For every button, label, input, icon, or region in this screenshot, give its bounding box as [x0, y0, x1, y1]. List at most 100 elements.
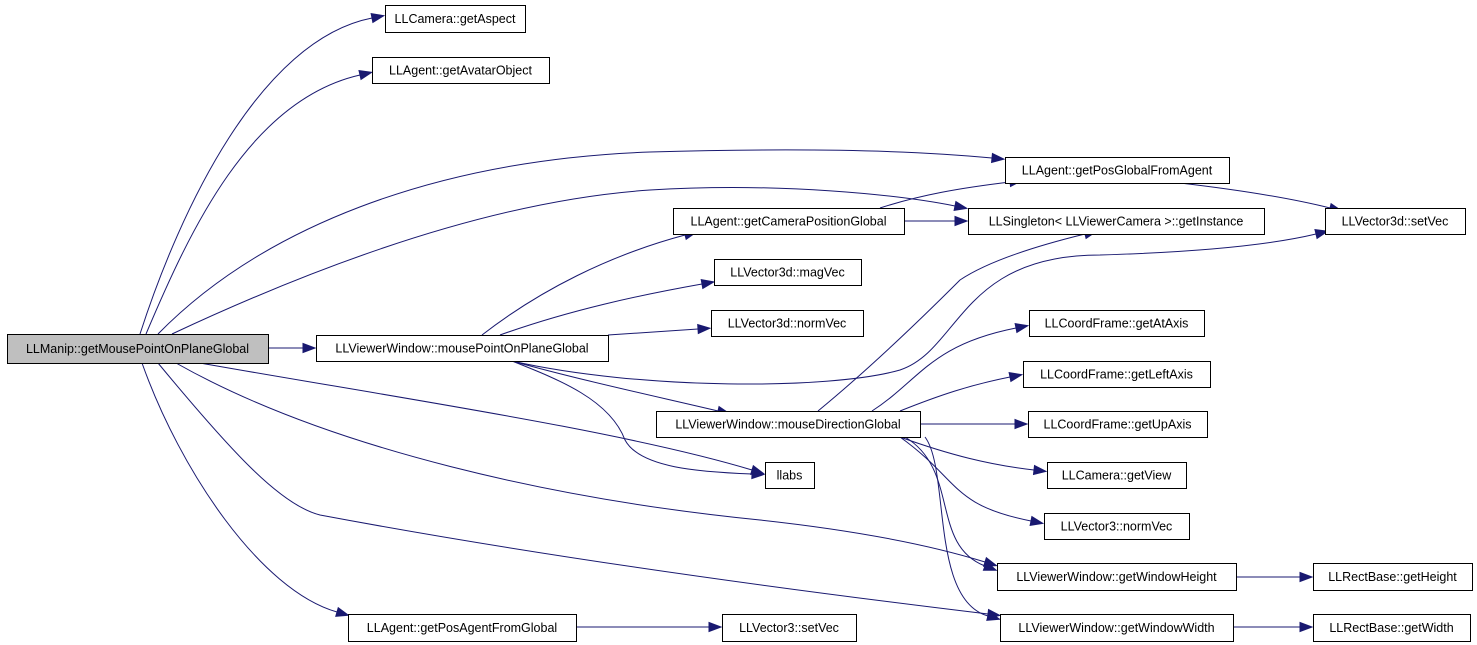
node-magVec[interactable]: LLVector3d::magVec	[714, 259, 862, 286]
edge-line	[175, 362, 986, 563]
node-box[interactable]	[372, 57, 550, 84]
node-box[interactable]	[1047, 462, 1187, 489]
edge-line	[511, 360, 719, 412]
edge-root-to-getPosGlobalFromAgent	[157, 149, 1006, 335]
node-getPosGlobalFromAgent[interactable]: LLAgent::getPosGlobalFromAgent	[1005, 157, 1230, 184]
edge-mouseDirectionGlobal-to-getUpAxis	[920, 418, 1029, 430]
node-box[interactable]	[316, 335, 609, 362]
node-box[interactable]	[1325, 208, 1466, 235]
node-getAtAxis[interactable]: LLCoordFrame::getAtAxis	[1029, 310, 1205, 337]
node-getLeftAxis[interactable]: LLCoordFrame::getLeftAxis	[1023, 361, 1211, 388]
node-getView[interactable]: LLCamera::getView	[1047, 462, 1187, 489]
node-label: LLAgent::getPosGlobalFromAgent	[1022, 164, 1213, 178]
edge-root-to-getInstance	[171, 187, 969, 335]
edge-line	[511, 360, 753, 475]
arrowhead	[982, 560, 998, 571]
node-label: LLVector3d::magVec	[730, 266, 844, 280]
node-getWindowWidth[interactable]: LLViewerWindow::getWindowWidth	[1000, 614, 1234, 642]
node-box[interactable]	[1028, 411, 1208, 438]
edge-line	[481, 234, 686, 336]
node-llabs[interactable]: llabs	[765, 462, 815, 489]
edge-root-to-getWindowHeight	[175, 362, 998, 567]
node-setVec3d[interactable]: LLVector3d::setVec	[1325, 208, 1466, 235]
edge-mousePointOnPlaneGlobal-to-mouseDirectionGlobal	[511, 360, 732, 416]
edge-mouseDirectionGlobal-to-getWindowHeight	[904, 436, 998, 571]
node-box[interactable]	[7, 334, 269, 364]
node-getWindowHeight[interactable]: LLViewerWindow::getWindowHeight	[997, 563, 1237, 591]
node-normVec3[interactable]: LLVector3::normVec	[1044, 513, 1190, 540]
edge-getPosGlobalFromAgent-to-setVec3d	[1179, 182, 1344, 213]
node-box[interactable]	[711, 310, 864, 337]
node-box[interactable]	[1313, 563, 1473, 591]
edge-line	[817, 233, 1086, 412]
node-box[interactable]	[968, 208, 1265, 235]
edge-line	[157, 149, 993, 335]
edge-line	[141, 362, 338, 613]
arrowhead	[1032, 464, 1048, 476]
node-box[interactable]	[1044, 513, 1190, 540]
edge-mouseDirectionGlobal-to-getWindowWidth	[924, 436, 1001, 621]
edge-line	[899, 436, 1032, 522]
node-box[interactable]	[714, 259, 862, 286]
edge-line	[607, 328, 699, 336]
node-setVec3[interactable]: LLVector3::setVec	[722, 614, 857, 642]
edge-root-to-getWindowWidth	[157, 362, 1002, 620]
edge-line	[879, 181, 1011, 209]
edge-mousePointOnPlaneGlobal-to-getCameraPositionGlobal	[481, 230, 698, 336]
arrowhead	[751, 468, 766, 480]
node-box[interactable]	[1000, 614, 1234, 642]
node-mousePointOnPlaneGlobal[interactable]: LLViewerWindow::mousePointOnPlaneGlobal	[316, 335, 609, 362]
node-label: LLCoordFrame::getLeftAxis	[1040, 368, 1193, 382]
node-box[interactable]	[1005, 157, 1230, 184]
node-box[interactable]	[1023, 361, 1211, 388]
node-mouseDirectionGlobal[interactable]: LLViewerWindow::mouseDirectionGlobal	[656, 411, 921, 438]
node-getCameraPositionGlobal[interactable]: LLAgent::getCameraPositionGlobal	[673, 208, 905, 235]
edge-mousePointOnPlaneGlobal-to-setVec3d	[511, 229, 1330, 385]
arrowhead	[1299, 621, 1314, 633]
node-box[interactable]	[656, 411, 921, 438]
edge-mouseDirectionGlobal-to-getView	[899, 436, 1048, 476]
node-getHeight[interactable]: LLRectBase::getHeight	[1313, 563, 1473, 591]
node-box[interactable]	[765, 462, 815, 489]
node-box[interactable]	[348, 614, 577, 642]
arrowhead	[954, 215, 969, 227]
edge-mousePointOnPlaneGlobal-to-magVec	[499, 278, 716, 336]
node-root[interactable]: LLManip::getMousePointOnPlaneGlobal	[7, 334, 269, 364]
edge-mouseDirectionGlobal-to-getAtAxis	[871, 322, 1030, 412]
node-box[interactable]	[1313, 614, 1471, 642]
edge-line	[157, 362, 989, 615]
node-label: LLAgent::getPosAgentFromGlobal	[367, 621, 557, 635]
edge-line	[139, 17, 373, 335]
edge-line	[199, 362, 753, 471]
node-box[interactable]	[385, 5, 526, 33]
arrowhead	[302, 342, 317, 354]
edge-getPosAgentFromGlobal-to-setVec3	[576, 621, 723, 633]
node-normVec3d[interactable]: LLVector3d::normVec	[711, 310, 864, 337]
node-getWidth[interactable]: LLRectBase::getWidth	[1313, 614, 1471, 642]
node-getAvatarObject[interactable]: LLAgent::getAvatarObject	[372, 57, 550, 84]
node-getPosAgentFromGlobal[interactable]: LLAgent::getPosAgentFromGlobal	[348, 614, 577, 642]
node-box[interactable]	[1029, 310, 1205, 337]
arrowhead	[697, 323, 712, 335]
node-box[interactable]	[722, 614, 857, 642]
arrowhead	[370, 12, 386, 24]
edge-line	[1179, 182, 1331, 209]
node-getAspect[interactable]: LLCamera::getAspect	[385, 5, 526, 33]
node-label: LLAgent::getCameraPositionGlobal	[691, 215, 887, 229]
arrowhead	[986, 610, 1001, 621]
node-label: LLAgent::getAvatarObject	[389, 64, 532, 78]
edge-mousePointOnPlaneGlobal-to-normVec3d	[607, 323, 712, 336]
node-box[interactable]	[997, 563, 1237, 591]
call-graph-edges	[139, 12, 1344, 633]
node-getUpAxis[interactable]: LLCoordFrame::getUpAxis	[1028, 411, 1208, 438]
node-box[interactable]	[673, 208, 905, 235]
node-getInstance[interactable]: LLSingleton< LLViewerCamera >::getInstan…	[968, 208, 1265, 235]
node-label: LLManip::getMousePointOnPlaneGlobal	[26, 342, 249, 356]
arrowhead	[358, 70, 374, 81]
arrowhead	[1299, 571, 1314, 583]
edge-getCameraPositionGlobal-to-getPosGlobalFromAgent	[879, 176, 1024, 209]
node-label: LLViewerWindow::mousePointOnPlaneGlobal	[335, 342, 588, 356]
arrowhead	[1314, 229, 1330, 240]
call-graph-nodes: LLManip::getMousePointOnPlaneGlobalLLCam…	[7, 5, 1473, 642]
